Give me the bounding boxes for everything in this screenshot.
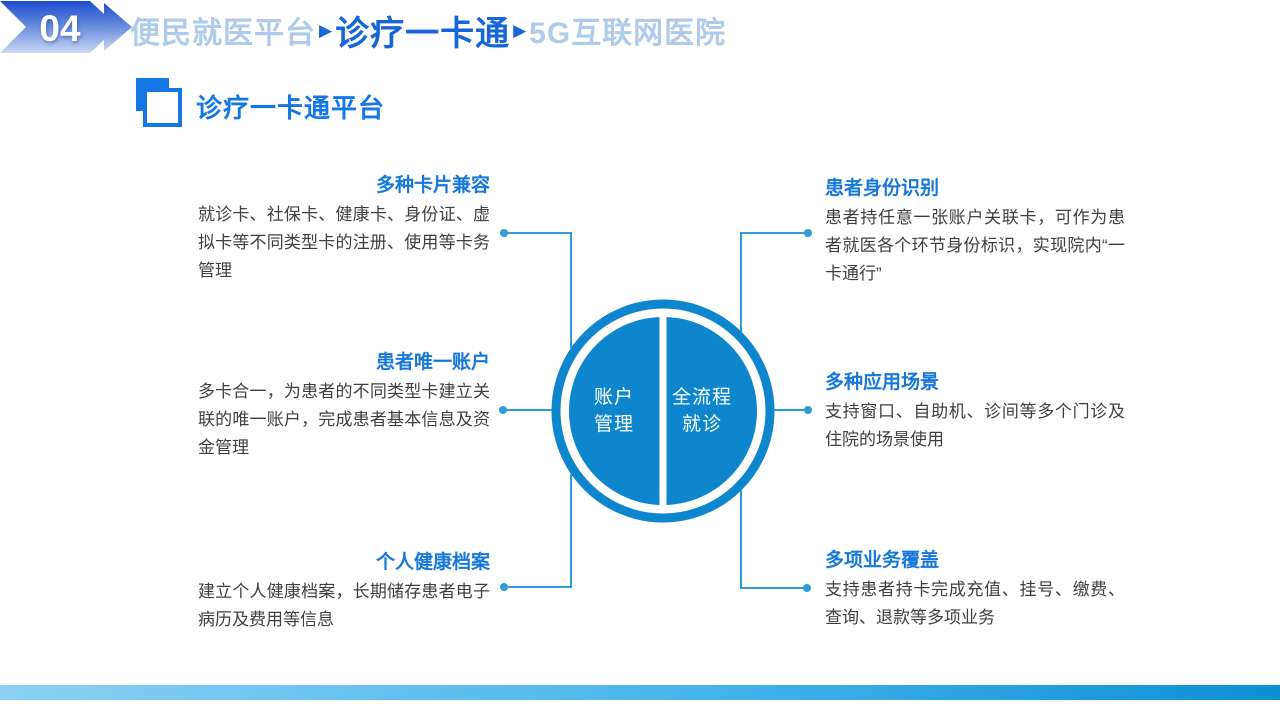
section-title: 诊疗一卡通平台 (196, 93, 386, 123)
feature-card-unique-account: 患者唯一账户 多卡合一，为患者的不同类型卡建立关联的唯一账户，完成患者基本信息及… (198, 349, 490, 462)
feature-title: 患者唯一账户 (375, 352, 490, 373)
feature-title: 个人健康档案 (375, 552, 490, 573)
chapter-number: 04 (39, 8, 81, 49)
feature-title: 患者身份识别 (825, 178, 940, 199)
feature-description: 支持患者持卡完成充值、挂号、缴费、查询、退款等多项业务 (825, 580, 1125, 627)
connector-line-left-top (504, 232, 572, 348)
circle-right-label: 全流程 就诊 (652, 384, 752, 438)
circle-right-label-line2: 就诊 (681, 414, 722, 435)
breadcrumb-item-onecard-active: 诊疗一卡通 (335, 14, 511, 53)
bottom-accent-bar (0, 685, 1280, 700)
breadcrumb-separator-icon: ▶ (513, 20, 527, 40)
circle-left-label-line1: 账户 (593, 387, 634, 408)
connector-dot-right-bottom (803, 584, 811, 592)
feature-card-identity: 患者身份识别 患者持任意一张账户关联卡，可作为患者就医各个环节身份标识，实现院内… (825, 175, 1125, 288)
breadcrumb: 便民就医平台 ▶ 诊疗一卡通 ▶ 5G互联网医院 (130, 6, 726, 54)
circle-outer-ring (551, 299, 775, 523)
breadcrumb-separator-icon: ▶ (319, 20, 333, 40)
circle-divider (659, 313, 667, 509)
feature-description: 患者持任意一张账户关联卡，可作为患者就医各个环节身份标识，实现院内“一卡通行” (825, 208, 1125, 283)
circle-right-label-line1: 全流程 (671, 387, 732, 408)
breadcrumb-item-5g-hospital: 5G互联网医院 (529, 17, 727, 50)
badge-body-shape (0, 1, 118, 53)
connector-line-right-bottom (740, 490, 807, 589)
feature-card-health-record: 个人健康档案 建立个人健康档案，长期储存患者电子病历及费用等信息 (198, 549, 490, 634)
feature-title: 多种卡片兼容 (375, 175, 490, 196)
connector-dot-left-top (500, 229, 508, 237)
feature-description: 支持窗口、自助机、诊间等多个门诊及住院的场景使用 (825, 402, 1125, 449)
connector-line-right-top (740, 232, 808, 332)
circle-left-label: 账户 管理 (564, 384, 664, 438)
connector-dot-left-mid (499, 406, 507, 414)
feature-card-scenarios: 多种应用场景 支持窗口、自助机、诊间等多个门诊及住院的场景使用 (825, 369, 1125, 454)
breadcrumb-item-platform: 便民就医平台 (130, 17, 316, 50)
feature-card-business: 多项业务覆盖 支持患者持卡完成充值、挂号、缴费、查询、退款等多项业务 (825, 547, 1125, 632)
connector-dot-right-top (804, 229, 812, 237)
connector-dot-left-bottom (500, 583, 508, 591)
feature-title: 多种应用场景 (825, 372, 940, 393)
connector-dot-right-mid (804, 406, 812, 414)
feature-card-multi-card: 多种卡片兼容 就诊卡、社保卡、健康卡、身份证、虚拟卡等不同类型卡的注册、使用等卡… (198, 172, 490, 285)
feature-title: 多项业务覆盖 (825, 550, 940, 571)
section-title-square-outline-icon (143, 88, 182, 127)
feature-description: 多卡合一，为患者的不同类型卡建立关联的唯一账户，完成患者基本信息及资金管理 (198, 382, 490, 457)
chapter-badge-arrow-icon (0, 1, 132, 53)
feature-description: 就诊卡、社保卡、健康卡、身份证、虚拟卡等不同类型卡的注册、使用等卡务管理 (198, 205, 490, 280)
circle-left-label-line2: 管理 (593, 414, 634, 435)
connector-line-left-bottom (504, 474, 572, 588)
feature-description: 建立个人健康档案，长期储存患者电子病历及费用等信息 (198, 582, 490, 629)
badge-tip-shape (104, 3, 132, 51)
